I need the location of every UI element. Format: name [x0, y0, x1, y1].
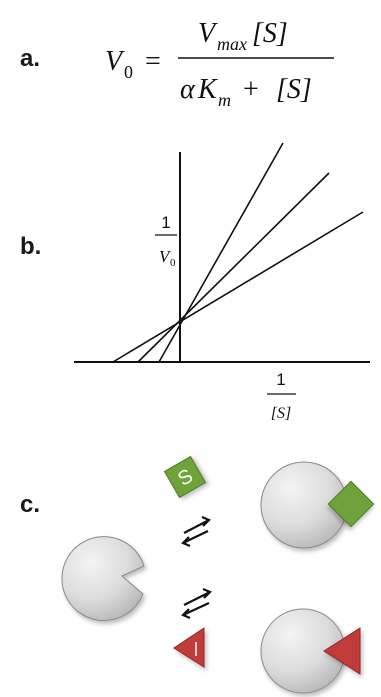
upper-equilibrium-arrows — [181, 515, 211, 548]
plot-line-shallow — [112, 211, 364, 363]
inhibitor-i: I — [173, 627, 205, 668]
eq-den-sub: m — [218, 90, 231, 110]
eq-den-rest: [S] — [276, 74, 312, 105]
eq-num-var: V — [198, 18, 218, 49]
free-enzyme-shape — [61, 536, 145, 622]
inhibitor-label: I — [193, 639, 199, 661]
eq-den-k: K — [197, 74, 218, 105]
substrate-s: S — [163, 455, 207, 499]
enzyme-substrate-complex — [260, 461, 375, 549]
eq-den-alpha: α — [180, 74, 196, 105]
label-c: c. — [20, 491, 40, 518]
enzyme-binding-diagram: S I — [61, 455, 375, 694]
eq-equals: = — [145, 46, 161, 77]
label-a: a. — [20, 45, 40, 72]
eq-den-plus: + — [243, 74, 259, 105]
y-axis-label-numerator: 1 — [161, 213, 170, 232]
eq-lhs-sub: 0 — [124, 62, 133, 82]
y-axis-label-denominator-sub: 0 — [170, 257, 176, 269]
eq-num-sub: max — [217, 34, 247, 54]
lineweaver-burk-plot: 1 V 0 1 [S] — [74, 142, 370, 422]
michaelis-menten-equation: V 0 = V max [S] α K m + [S] — [105, 18, 334, 110]
plot-line-steep — [158, 142, 284, 363]
eq-num-rest: [S] — [252, 18, 288, 49]
enzyme-inhibitor-complex — [260, 608, 361, 694]
eq-lhs-var: V — [105, 46, 125, 77]
x-axis-label-denominator: [S] — [271, 405, 291, 422]
lower-equilibrium-arrows — [181, 587, 212, 620]
x-axis-label-numerator: 1 — [276, 370, 285, 389]
plot-line-middle — [137, 172, 330, 363]
label-b: b. — [20, 233, 41, 260]
y-axis-label-denominator-var: V — [159, 247, 172, 266]
